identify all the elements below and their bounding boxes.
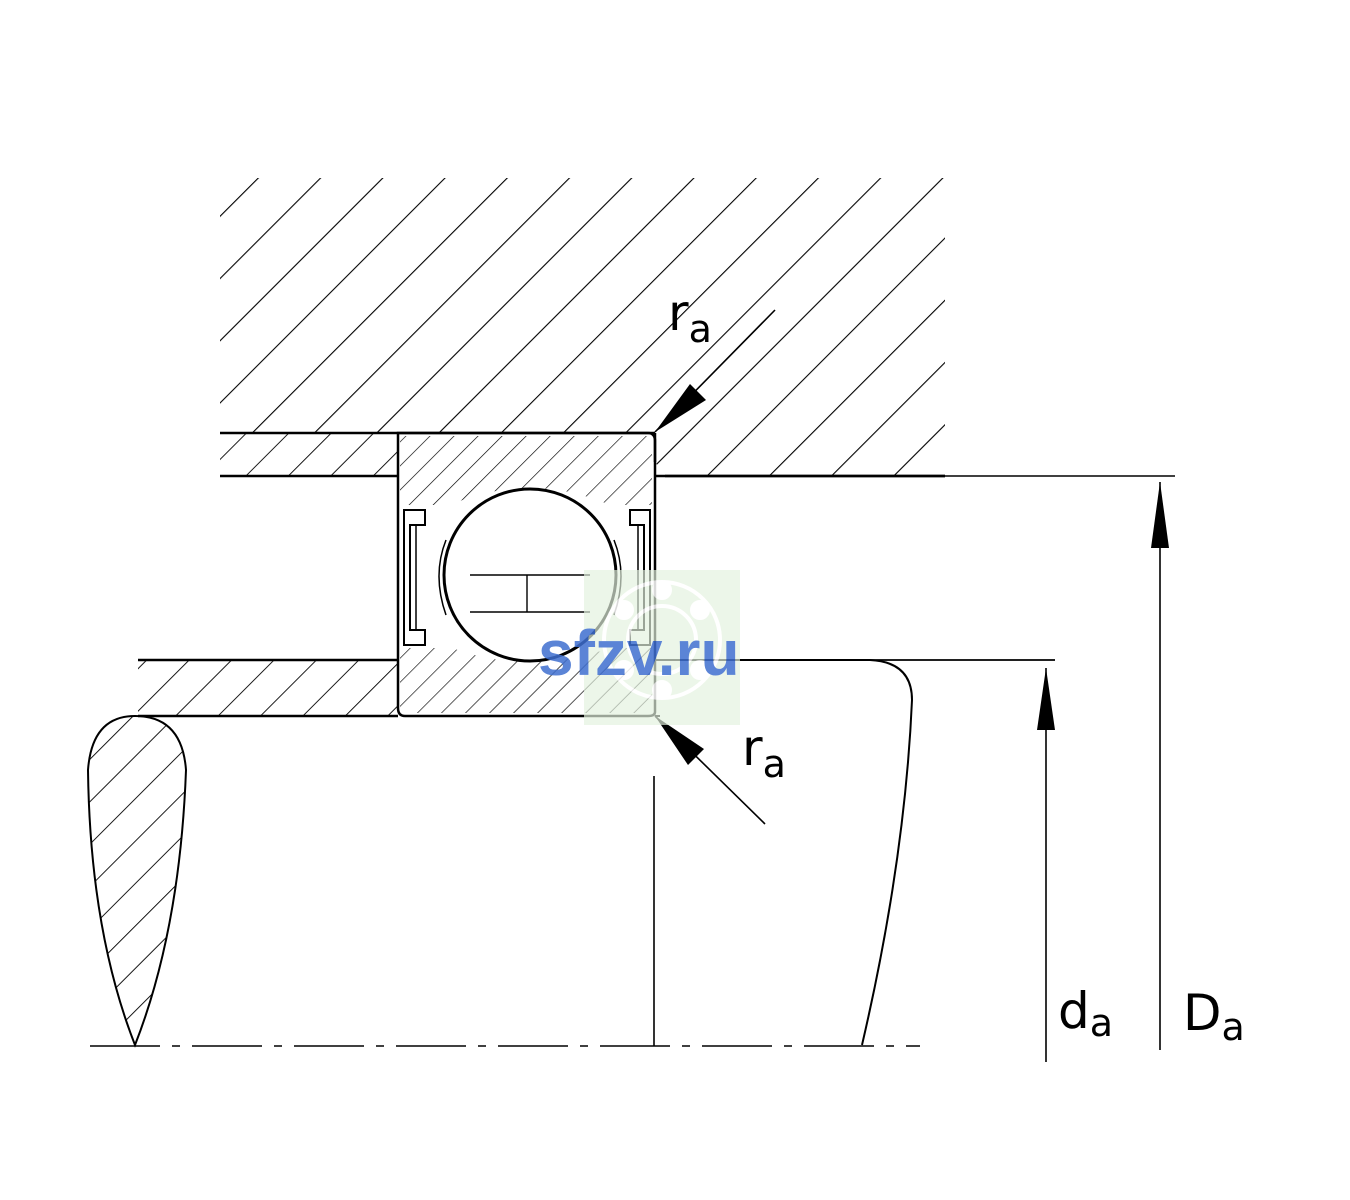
outer-ring <box>220 433 945 478</box>
shaft-section-teardrop <box>86 714 188 1048</box>
watermark: sfzv.ru <box>538 570 740 725</box>
da-label: da <box>1058 982 1113 1045</box>
Da-label: Da <box>1183 984 1245 1049</box>
dimension-da <box>1037 668 1055 1062</box>
shaft <box>138 658 1055 1046</box>
ra-top-leader <box>654 309 776 433</box>
watermark-text: sfzv.ru <box>538 617 740 689</box>
watermark-bearing-icon <box>602 580 722 700</box>
ra-bottom-label: ra <box>742 719 786 786</box>
housing <box>220 178 945 476</box>
ra-bottom-leader <box>654 715 766 825</box>
centerline <box>90 776 920 1047</box>
dimension-Da <box>945 475 1175 1050</box>
ra-top-label: ra <box>668 284 712 351</box>
